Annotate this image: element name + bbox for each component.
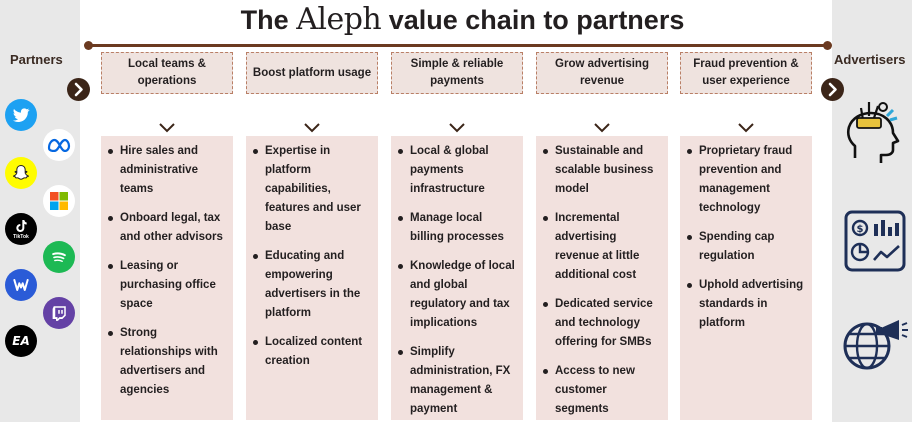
twitter-logo-icon — [5, 99, 37, 131]
list-item: Strong relationships with advertisers an… — [107, 324, 227, 400]
globe-megaphone-icon — [843, 320, 908, 370]
column-body: Sustainable and scalable business model … — [536, 136, 668, 420]
underline-dot-left — [84, 41, 93, 50]
chevron-down-icon — [594, 123, 610, 133]
chevron-down-icon — [159, 123, 175, 133]
microsoft-logo-icon — [43, 185, 75, 217]
svg-text:$: $ — [857, 224, 864, 235]
column-header: Simple & reliable payments — [391, 52, 523, 94]
list-item: Sustainable and scalable business model — [542, 142, 662, 199]
column-body: Local & global payments infrastructure M… — [391, 136, 523, 420]
list-item: Onboard legal, tax and other advisors — [107, 209, 227, 247]
advertisers-label: Advertisers — [834, 52, 906, 67]
snapchat-logo-icon — [5, 157, 37, 189]
head-ideas-icon — [846, 102, 900, 163]
aleph-logo-text: Aleph — [296, 2, 382, 37]
chevron-down-icon — [304, 123, 320, 133]
tiktok-logo-icon: TikTok — [5, 213, 37, 245]
chevron-right-icon — [67, 78, 90, 101]
chevron-right-icon — [821, 78, 844, 101]
warner-logo-icon — [5, 269, 37, 301]
title-underline — [88, 44, 828, 47]
twitch-logo-icon — [43, 297, 75, 329]
tiktok-label: TikTok — [13, 234, 29, 240]
list-item: Access to new customer segments — [542, 362, 662, 419]
meta-logo-icon — [43, 129, 75, 161]
column-body: Expertise in platform capabilities, feat… — [246, 136, 378, 420]
list-item: Proprietary fraud prevention and managem… — [686, 142, 806, 218]
page-title: The Aleph value chain to partners — [95, 2, 830, 40]
list-item: Incremental advertising revenue at littl… — [542, 209, 662, 285]
partners-label: Partners — [10, 52, 63, 67]
chevron-down-icon — [738, 123, 754, 133]
list-item: Dedicated service and technology offerin… — [542, 295, 662, 352]
analytics-dashboard-icon: $ — [844, 210, 906, 272]
column-header: Local teams & operations — [101, 52, 233, 94]
list-item: Spending cap regulation — [686, 228, 806, 266]
ea-logo-icon: EA — [5, 325, 37, 357]
spotify-logo-icon — [43, 241, 75, 273]
list-item: Leasing or purchasing office space — [107, 257, 227, 314]
column-header: Fraud prevention & user experience — [680, 52, 812, 94]
column-header: Boost platform usage — [246, 52, 378, 94]
list-item: Knowledge of local and global regulatory… — [397, 257, 517, 333]
list-item: Simplify administration, FX management &… — [397, 343, 517, 422]
list-item: Hire sales and administrative teams — [107, 142, 227, 199]
list-item: Manage local billing processes — [397, 209, 517, 247]
column-body: Hire sales and administrative teams Onbo… — [101, 136, 233, 420]
title-prefix: The — [240, 5, 289, 35]
list-item: Expertise in platform capabilities, feat… — [252, 142, 372, 237]
column-header: Grow advertising revenue — [536, 52, 668, 94]
column-body: Proprietary fraud prevention and managem… — [680, 136, 812, 420]
title-suffix: value chain to partners — [388, 5, 685, 35]
list-item: Local & global payments infrastructure — [397, 142, 517, 199]
chevron-down-icon — [449, 123, 465, 133]
underline-dot-right — [823, 41, 832, 50]
list-item: Localized content creation — [252, 333, 372, 371]
list-item: Uphold advertising standards in platform — [686, 276, 806, 333]
ea-label: EA — [12, 334, 30, 348]
list-item: Educating and empowering advertisers in … — [252, 247, 372, 323]
